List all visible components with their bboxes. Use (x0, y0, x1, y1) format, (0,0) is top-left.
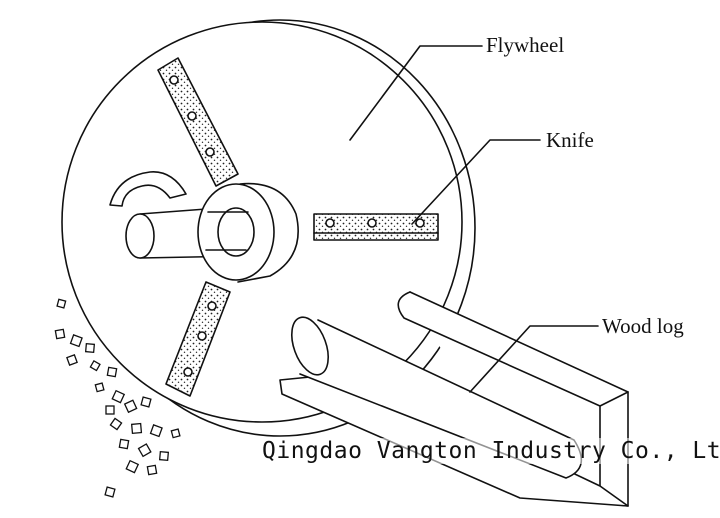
wood-chips (54, 298, 181, 498)
label-knife: Knife (546, 128, 594, 152)
leader-knife (411, 139, 541, 225)
curled-chip (109, 171, 187, 207)
company-watermark: Qingdao Vangton Industry Co., Ltd (262, 438, 720, 464)
knife-upper (157, 57, 239, 187)
label-flywheel: Flywheel (486, 33, 565, 57)
knife-right (313, 213, 439, 241)
label-wood-log: Wood log (602, 314, 684, 338)
leader-wood-log (469, 325, 599, 393)
knife-lower (165, 281, 231, 397)
leader-flywheel (349, 45, 483, 141)
hub (197, 182, 299, 283)
